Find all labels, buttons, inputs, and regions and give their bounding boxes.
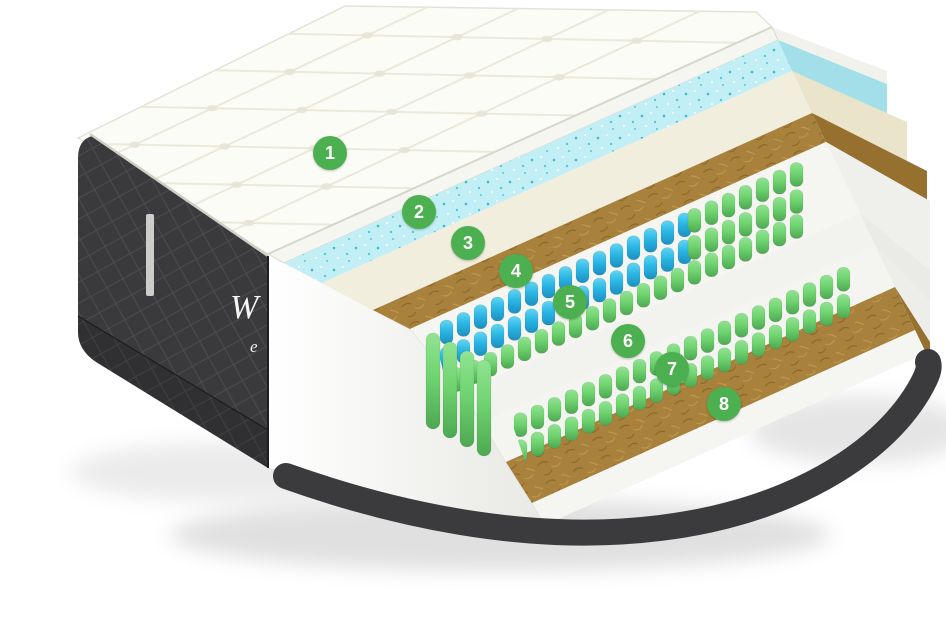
pillow-top-piping [267,26,773,255]
brand-logo-e: e [250,337,258,356]
side-panel: W e [77,132,269,468]
right-end-spring-rail [826,142,930,270]
bottom-foam-edge-band [532,330,926,525]
side-panel-top-piping [89,132,269,258]
side-panel-fabric [78,136,268,468]
right-end-lower-rail [875,246,930,342]
side-panel-border [78,316,268,468]
layer-badge-3: 3 [451,226,485,260]
bottom-binding [273,349,942,546]
right-end-divider [860,213,930,302]
right-end-coir [812,113,927,200]
layer-badge-5: 5 [553,285,587,319]
foam-divider-band [462,213,875,423]
right-end-gel [778,40,887,114]
right-end-coir-base [895,287,930,384]
coir-layer-band [373,113,826,329]
brand-logo-w: W [230,289,261,326]
layer-badge-4: 4 [499,254,533,288]
front-spring-coils [425,332,492,457]
right-end-cream-foam [792,71,907,163]
right-end-quilt-edge [772,27,887,84]
layer-badge-8: 8 [707,387,741,421]
layer-badge-6: 6 [611,324,645,358]
layer-badge-7: 7 [655,352,689,386]
right-end-faces [772,27,930,406]
layer-badge-1: 1 [313,136,347,170]
cream-foam-band [322,71,812,310]
layer-badge-2: 2 [402,195,436,229]
care-label [146,214,154,296]
side-panel-seam [77,315,269,431]
